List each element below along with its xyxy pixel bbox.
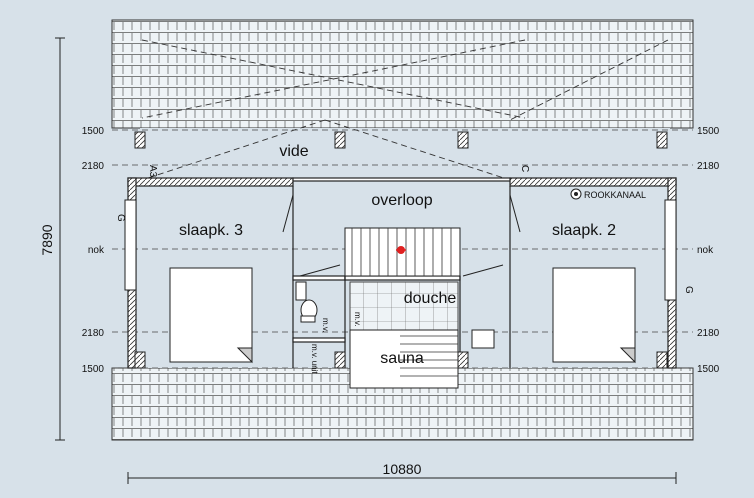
- room-slaapk-3: slaapk. 3: [179, 222, 243, 239]
- level-right-1500-bottom: 1500: [697, 364, 720, 375]
- room-vide: vide: [279, 143, 308, 160]
- label-mv-1: m.v.: [321, 318, 330, 333]
- side-windows: [124, 199, 677, 301]
- bed-right: [552, 267, 636, 364]
- toilet: [300, 299, 318, 323]
- label-mv-unit: m.v. unit: [310, 344, 319, 374]
- width-dimension: 10880: [383, 461, 422, 477]
- stair-marker-icon: [396, 246, 406, 254]
- height-dimension: 7890: [39, 224, 55, 255]
- bed-left: [169, 267, 253, 364]
- level-right-2180-bottom: 2180: [697, 328, 720, 339]
- level-left-nok: nok: [88, 245, 105, 256]
- roof-top: [111, 19, 694, 129]
- level-left-2180-top: 2180: [82, 161, 105, 172]
- room-overloop: overloop: [371, 192, 432, 209]
- label-g-left: G: [115, 214, 126, 222]
- label-a3: A3: [147, 165, 158, 178]
- rookkanaal-label: ROOKKANAAL: [584, 190, 646, 200]
- room-douche: douche: [404, 290, 457, 307]
- label-g-right: G: [683, 286, 694, 294]
- washbasin: [295, 281, 307, 301]
- level-left-1500-top: 1500: [82, 126, 105, 137]
- level-right-1500-top: 1500: [697, 126, 720, 137]
- level-left-1500-bottom: 1500: [82, 364, 105, 375]
- level-right-nok: nok: [697, 245, 714, 256]
- sink-right: [471, 329, 495, 349]
- level-right-2180-top: 2180: [697, 161, 720, 172]
- vide-area: [140, 128, 670, 178]
- sauna: [349, 329, 459, 389]
- doors: [282, 194, 521, 277]
- columns: [134, 131, 668, 369]
- label-mv-2: m.v.: [353, 312, 362, 327]
- staircase: [344, 227, 461, 277]
- dimension-lines: [55, 37, 677, 484]
- level-left-2180-bottom: 2180: [82, 328, 105, 339]
- label-c: C: [519, 165, 530, 172]
- room-slaapk-2: slaapk. 2: [552, 222, 616, 239]
- rookkanaal-icon: [570, 188, 582, 200]
- room-sauna: sauna: [380, 350, 424, 367]
